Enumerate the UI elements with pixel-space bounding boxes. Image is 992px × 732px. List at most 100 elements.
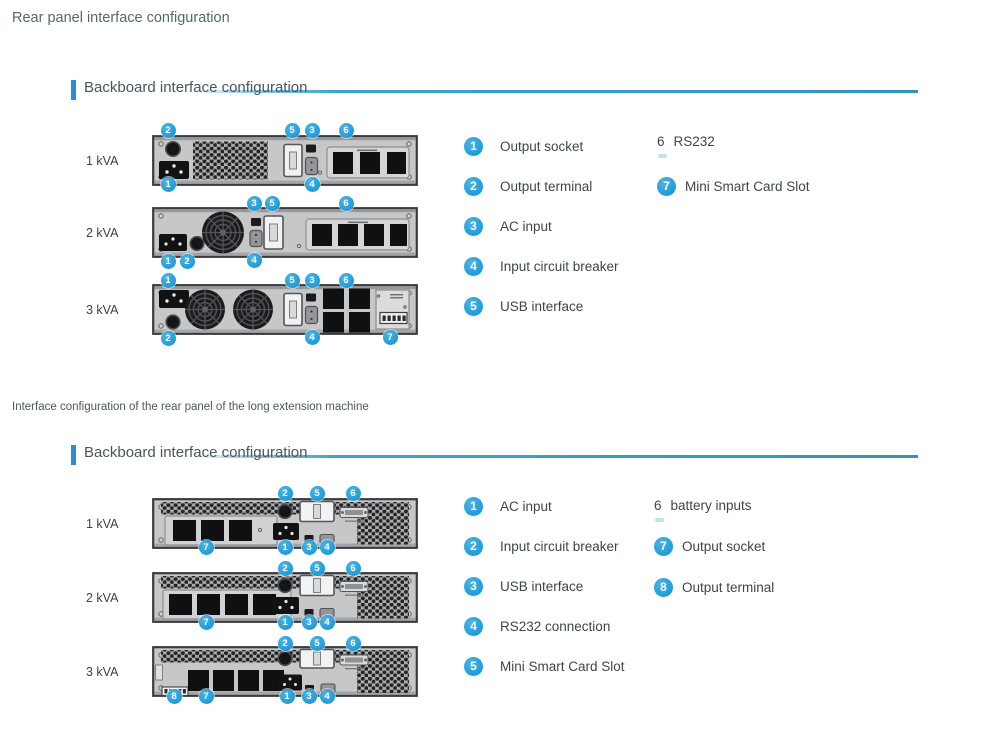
legend-item-plain: 6 battery inputs [654, 498, 774, 522]
usb-port [306, 144, 316, 153]
callout-badge-4: 4 [319, 688, 335, 704]
legend-badge: 2 [464, 177, 483, 196]
legend-item: 4 RS232 connection [464, 617, 625, 636]
legend-item: 4 Input circuit breaker [464, 257, 619, 276]
callout-badge-3: 3 [301, 539, 317, 555]
rear-panel-graphic-2kva [152, 207, 418, 258]
output-sockets [323, 288, 370, 333]
legend-column-right: 6 RS232 7 Mini Smart Card Slot [657, 134, 810, 196]
legend-badge: 1 [464, 497, 483, 516]
callout-badge-7: 7 [198, 688, 214, 704]
callout-badge-5: 5 [264, 195, 280, 211]
usb-port [251, 218, 261, 226]
heading-accent-bar [71, 445, 76, 465]
vent-mesh-right [357, 514, 409, 545]
legend-item-plain: 6 RS232 [657, 134, 810, 158]
legend-badge: 4 [464, 617, 483, 636]
legend-badge: 8 [654, 578, 673, 597]
output-socket-panel [305, 218, 410, 251]
callout-badge-6: 6 [345, 485, 361, 501]
rear-panel-graphic-3kva [152, 284, 418, 335]
heading-rule [190, 455, 918, 458]
output-socket-panel [326, 146, 410, 179]
ac-inlet [278, 674, 302, 691]
rs232-port [304, 305, 319, 325]
legend-label: Output socket [682, 539, 766, 554]
legend-column-left: 1 AC input 2 Input circuit breaker 3 USB… [464, 497, 625, 676]
callout-badge-6: 6 [338, 122, 354, 138]
callout-badge-3: 3 [301, 614, 317, 630]
callout-badge-7: 7 [198, 614, 214, 630]
rear-panel-graphic-long-2kva [152, 572, 418, 623]
legend-badge: 5 [464, 297, 483, 316]
ac-inlet [273, 597, 299, 614]
legend-label: Output terminal [682, 580, 775, 595]
battery-input-connector [339, 506, 369, 522]
callout-badge-2: 2 [277, 560, 293, 576]
callout-badge-2: 2 [160, 330, 176, 346]
legend-label: RS232 [673, 134, 715, 149]
legend-item: 1 AC input [464, 497, 625, 516]
legend-item: 2 Output terminal [464, 177, 619, 196]
legend-item: 1 Output socket [464, 137, 619, 156]
legend-item: 8 Output terminal [654, 578, 774, 597]
legend-label: AC input [500, 499, 552, 514]
circuit-breaker-button [165, 314, 181, 330]
long-extension-intro: Interface configuration of the rear pane… [12, 401, 369, 413]
callout-badge-2: 2 [160, 122, 176, 138]
legend-label: Mini Smart Card Slot [500, 659, 625, 674]
legend-label: AC input [500, 219, 552, 234]
callout-badge-2: 2 [277, 635, 293, 651]
legend-item: 3 USB interface [464, 577, 625, 596]
output-socket-panel [162, 589, 292, 620]
callout-badge-5: 5 [284, 122, 300, 138]
legend-badge: 3 [464, 217, 483, 236]
ac-inlet [273, 523, 299, 540]
output-socket-panel [164, 515, 278, 546]
device-label: 1 kVA [86, 153, 119, 168]
circuit-breaker-button [165, 141, 181, 157]
usb-port [306, 293, 316, 302]
callout-badge-2: 2 [179, 253, 195, 269]
callout-badge-4: 4 [319, 539, 335, 555]
callout-badge-5: 5 [309, 560, 325, 576]
stray-mark [658, 154, 667, 158]
page-title: Rear panel interface configuration [12, 10, 230, 26]
vent-mesh [193, 141, 268, 180]
legend-item: 3 AC input [464, 217, 619, 236]
callout-badge-5: 5 [309, 635, 325, 651]
legend-badge: 7 [657, 177, 676, 196]
legend-label: Output socket [500, 139, 584, 154]
legend-item: 5 Mini Smart Card Slot [464, 657, 625, 676]
input-breaker-switch [299, 648, 335, 669]
legend-badge: 2 [464, 537, 483, 556]
callout-badge-4: 4 [304, 176, 320, 192]
callout-badge-7: 7 [198, 539, 214, 555]
callout-badge-1: 1 [279, 688, 295, 704]
device-rear-panel-2kva: 2 kVA [86, 195, 418, 269]
input-breaker-switch [299, 574, 335, 597]
rs232-port [304, 156, 319, 176]
callout-badge-1: 1 [160, 272, 176, 288]
device-rear-panel-long-2kva: 2 kVA [86, 560, 418, 630]
legend-item: 7 Output socket [654, 537, 774, 556]
vent-mesh-right [357, 662, 409, 693]
device-label: 3 kVA [86, 302, 119, 317]
device-rear-panel-long-1kva: 1 kVA [86, 485, 418, 555]
ac-inlet [159, 161, 189, 179]
callout-badge-1: 1 [160, 253, 176, 269]
section2-heading: Backboard interface configuration [84, 444, 308, 461]
callout-badge-5: 5 [309, 485, 325, 501]
heading-accent-bar [71, 80, 76, 100]
legend-label: battery inputs [670, 498, 752, 513]
battery-input-connector [339, 654, 369, 670]
device-rear-panel-3kva: 3 kVA [86, 272, 418, 346]
section1-heading: Backboard interface configuration [84, 79, 308, 96]
callout-badge-4: 4 [304, 329, 320, 345]
legend-item: 2 Input circuit breaker [464, 537, 625, 556]
callout-badge-1: 1 [160, 176, 176, 192]
callout-badge-4: 4 [246, 252, 262, 268]
stray-mark [655, 518, 664, 522]
cooling-fan [233, 289, 273, 330]
input-breaker-switch [283, 143, 303, 178]
